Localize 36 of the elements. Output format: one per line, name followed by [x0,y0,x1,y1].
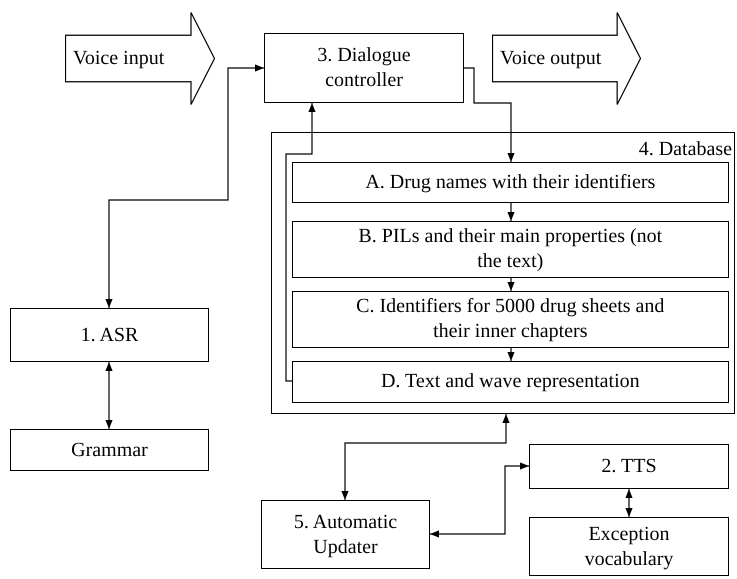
node-label: Exception vocabulary [584,522,674,572]
node-label: A. Drug names with their identifiers [365,170,656,195]
node-label: 1. ASR [80,322,138,348]
arrow [507,278,515,291]
process-box [10,308,209,362]
block-arrow [492,12,641,105]
arrow [507,348,515,361]
database-container [271,132,735,414]
process-box [292,360,729,403]
process-box [10,429,209,471]
arrow [507,203,515,221]
node-label: 5. Automatic Updater [292,510,398,560]
process-box [261,500,430,569]
arrow [625,489,633,517]
node-label: D. Text and wave representation [380,369,640,394]
node-label: 3. Dialogue controller [316,43,412,93]
arrow [105,64,264,308]
process-box [292,220,729,278]
group-heading: 4. Database [638,139,732,159]
node-label: 2. TTS [601,454,657,479]
arrow [341,414,510,500]
node-label: Voice output [500,46,602,71]
process-box [292,162,729,203]
block-arrow [65,12,215,105]
arrow [464,67,515,162]
arrow [105,362,113,429]
process-box [292,290,729,348]
process-box [264,33,464,103]
node-label: C. Identifiers for 5000 drug sheets and their inner chapters [355,294,666,344]
node-label: Voice input [73,46,164,71]
arrow [285,103,316,382]
node-label: B. PILs and their main properties (not the text) [357,224,664,274]
process-box [529,444,729,489]
node-label: Grammar [71,438,148,462]
arrow [430,462,529,538]
process-box [529,517,729,576]
